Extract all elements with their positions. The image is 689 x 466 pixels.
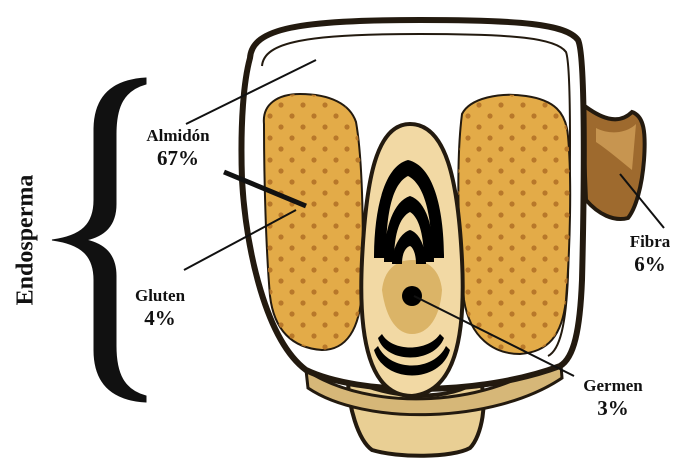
gluten-name: Gluten [100,286,220,306]
germen-pct: 3% [548,396,678,421]
fibra-label: Fibra 6% [612,232,688,278]
fibra-name: Fibra [612,232,688,252]
almidon-label: Almidón 67% [118,126,238,172]
gluten-label: Gluten 4% [100,286,220,332]
almidon-pct: 67% [118,146,238,171]
germ-body [361,124,462,396]
gluten-lobe-left [264,94,363,350]
germ-dot [402,286,422,306]
germen-name: Germen [548,376,678,396]
gluten-pct: 4% [100,306,220,331]
germen-label: Germen 3% [548,376,678,422]
fibra-pericarp [582,104,645,219]
gluten-lobe-right [458,95,570,354]
endosperma-label: Endosperma [13,175,40,306]
almidon-name: Almidón [118,126,238,146]
fibra-pct: 6% [612,252,688,277]
